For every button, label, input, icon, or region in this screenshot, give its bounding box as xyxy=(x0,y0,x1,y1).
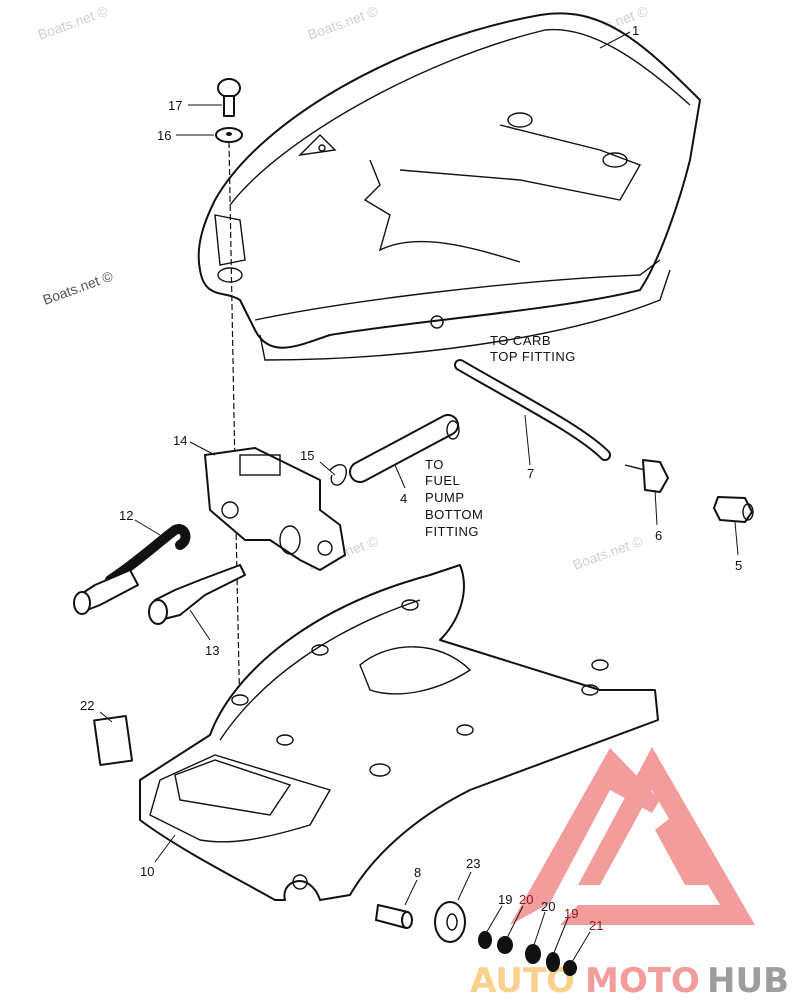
part-5-fitting xyxy=(713,496,754,523)
callout-22: 22 xyxy=(80,698,94,713)
logo-mark xyxy=(510,748,660,925)
callout-15: 15 xyxy=(300,448,314,463)
part-20-nut xyxy=(497,936,513,954)
note-line: PUMP xyxy=(425,490,465,505)
callout-6: 6 xyxy=(655,528,662,543)
callout-5: 5 xyxy=(735,558,742,573)
part-21-nut xyxy=(563,960,577,976)
part-14-bracket xyxy=(204,447,346,571)
logo-auto: AUTO xyxy=(470,961,575,1001)
callout-7: 7 xyxy=(527,466,534,481)
watermark: Boats.net © xyxy=(36,2,111,42)
note-carb: TO CARB TOP FITTING xyxy=(490,333,576,364)
small-hardware xyxy=(478,931,577,976)
callout-19: 19 xyxy=(498,892,512,907)
leader-lines xyxy=(99,31,739,963)
callout-16: 16 xyxy=(157,128,171,143)
logo-moto: MOTO xyxy=(585,961,700,1001)
callouts: 1 17 16 14 15 4 12 13 22 10 8 23 19 20 2… xyxy=(80,23,742,933)
note-line: TOP FITTING xyxy=(490,349,576,364)
note-line: TO CARB xyxy=(490,333,551,348)
note-fuel-pump: TO FUEL PUMP BOTTOM FITTING xyxy=(425,457,483,539)
callout-19: 19 xyxy=(564,906,578,921)
note-line: FUEL xyxy=(425,473,460,488)
watermark: Boats.net © xyxy=(41,267,116,307)
callout-17: 17 xyxy=(168,98,182,113)
callout-14: 14 xyxy=(173,433,187,448)
logo-hub: HUB xyxy=(707,961,789,1001)
callout-1: 1 xyxy=(632,23,639,38)
part-15-clip xyxy=(329,464,347,486)
automotohub-logo: AUTO MOTO HUB xyxy=(470,747,789,1001)
callout-21: 21 xyxy=(589,918,603,933)
part-16-washer xyxy=(215,127,243,143)
note-line: FITTING xyxy=(425,524,479,539)
watermark: Boats.net © xyxy=(306,2,381,42)
callout-13: 13 xyxy=(205,643,219,658)
note-line: TO xyxy=(425,457,444,472)
part-10-lower-pan xyxy=(139,564,659,901)
part-7-hose xyxy=(454,359,611,461)
callout-23: 23 xyxy=(466,856,480,871)
part-6-fitting xyxy=(624,459,669,493)
callout-20: 20 xyxy=(541,899,555,914)
part-4-hose xyxy=(349,414,460,483)
callout-20: 20 xyxy=(519,892,533,907)
part-20-nut xyxy=(525,944,541,964)
part-8-stud xyxy=(375,904,413,929)
note-line: BOTTOM xyxy=(425,507,483,522)
part-19-washer xyxy=(546,952,560,972)
watermark: Boats.net © xyxy=(571,532,646,572)
part-1-upper-pan xyxy=(197,12,701,361)
logo-mark xyxy=(560,747,755,925)
part-22-decal xyxy=(93,714,134,767)
callout-8: 8 xyxy=(414,865,421,880)
part-23-washer xyxy=(434,901,466,943)
callout-4: 4 xyxy=(400,491,407,506)
part-12-cable xyxy=(73,524,191,615)
part-19-washer xyxy=(478,931,492,949)
callout-12: 12 xyxy=(119,508,133,523)
callout-10: 10 xyxy=(140,864,154,879)
assembly-line xyxy=(228,141,236,471)
part-13-sensor xyxy=(148,564,246,625)
part-17-screw xyxy=(217,78,241,117)
